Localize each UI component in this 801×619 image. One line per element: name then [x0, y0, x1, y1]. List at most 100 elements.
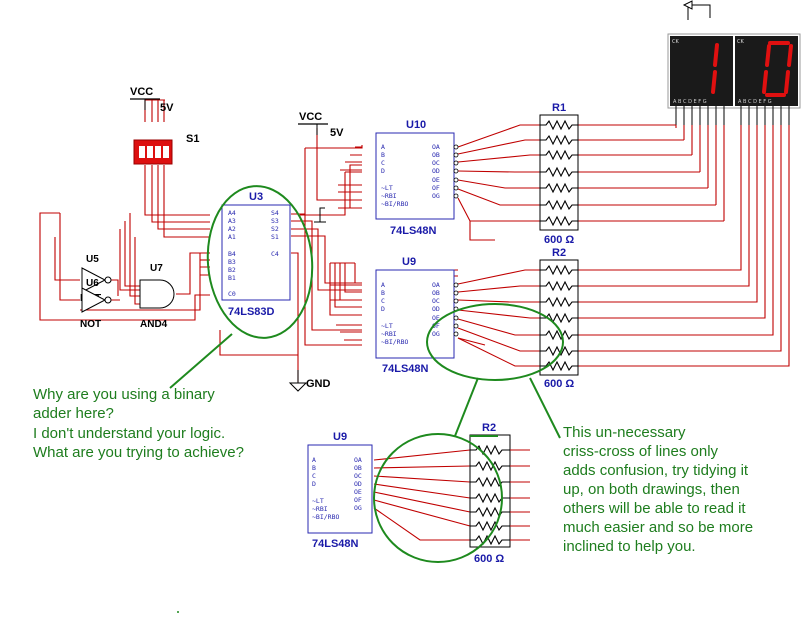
svg-text:U3: U3 — [249, 191, 263, 203]
annotation-question: Why are you using a binary adder here? I… — [33, 386, 244, 461]
svg-text:A: A — [381, 281, 385, 289]
svg-text:A B C D E F G: A B C D E F G — [673, 99, 707, 105]
stray-dot — [177, 611, 179, 613]
svg-text:OD: OD — [354, 480, 362, 488]
svg-text:C: C — [381, 159, 385, 167]
svg-text:600 Ω: 600 Ω — [544, 234, 574, 246]
svg-text:D: D — [312, 480, 316, 488]
svg-text:OC: OC — [432, 159, 440, 167]
svg-text:I don't understand your logic.: I don't understand your logic. — [33, 425, 225, 442]
svg-text:A1: A1 — [228, 233, 236, 241]
circle-zoom — [373, 433, 503, 563]
svg-text:OB: OB — [354, 464, 362, 472]
svg-text:OE: OE — [432, 314, 440, 322]
svg-text:GND: GND — [306, 378, 331, 390]
svg-text:~LT: ~LT — [381, 322, 393, 330]
svg-text:OA: OA — [432, 143, 440, 151]
svg-text:A B C D E F G: A B C D E F G — [738, 99, 772, 105]
svg-text:A: A — [381, 143, 385, 151]
svg-text:B4: B4 — [228, 250, 236, 258]
svg-text:~RBI: ~RBI — [312, 505, 328, 513]
decoder-u9: U9 74LS48N A B C D ~LT ~RBI ~BI/RBO OA O… — [375, 256, 459, 375]
digit-left — [711, 43, 719, 94]
svg-text:74LS83D: 74LS83D — [228, 306, 275, 318]
svg-text:OD: OD — [432, 305, 440, 313]
svg-text:600 Ω: 600 Ω — [474, 553, 504, 565]
svg-text:R1: R1 — [552, 102, 566, 114]
svg-text:B: B — [381, 151, 385, 159]
svg-text:74LS48N: 74LS48N — [390, 225, 437, 237]
svg-text:B3: B3 — [228, 258, 236, 266]
gnd-symbol: GND — [288, 370, 331, 392]
svg-text:S2: S2 — [271, 225, 279, 233]
circle-adder — [206, 185, 314, 339]
annotation-circles — [169, 185, 564, 563]
svg-text:U10: U10 — [406, 119, 426, 131]
svg-text:OA: OA — [354, 456, 362, 464]
vcc-mid-symbol: VCC 5V — [298, 111, 344, 139]
svg-text:C4: C4 — [271, 250, 279, 258]
svg-text:74LS48N: 74LS48N — [382, 363, 429, 375]
svg-text:S1: S1 — [271, 233, 279, 241]
resistor-network-r1: R1 600 Ω — [539, 102, 579, 246]
svg-text:U6: U6 — [86, 278, 99, 289]
svg-text:5V: 5V — [330, 127, 344, 139]
svg-text:~LT: ~LT — [381, 184, 393, 192]
svg-text:~RBI: ~RBI — [381, 192, 397, 200]
svg-text:U9: U9 — [402, 256, 416, 268]
svg-text:~LT: ~LT — [312, 497, 324, 505]
svg-text:B: B — [381, 289, 385, 297]
svg-text:OC: OC — [432, 297, 440, 305]
svg-text:U7: U7 — [150, 263, 163, 274]
vcc-top-symbol: VCC 5V — [130, 86, 174, 114]
not-gate-u6: U6 NOT — [80, 278, 112, 330]
svg-text:C: C — [312, 472, 316, 480]
svg-text:74LS48N: 74LS48N — [312, 538, 359, 550]
svg-text:NOT: NOT — [80, 319, 101, 330]
svg-text:5V: 5V — [160, 102, 174, 114]
svg-text:OF: OF — [354, 496, 362, 504]
svg-text:D: D — [381, 305, 385, 313]
svg-text:AND4: AND4 — [140, 319, 168, 330]
dip-switch: S1 — [133, 133, 199, 165]
seven-segment-display: CK CK A B C D E F G A B C D E F G — [667, 0, 801, 125]
svg-text:OB: OB — [432, 289, 440, 297]
svg-text:OC: OC — [354, 472, 362, 480]
svg-text:others will be able to read it: others will be able to read it — [563, 500, 746, 517]
and-gate-u7: U7 AND4 — [139, 263, 175, 330]
svg-text:U5: U5 — [86, 254, 99, 265]
svg-text:much easier and so be more: much easier and so be more — [563, 519, 753, 536]
zoom-inset: U9 74LS48N A B C D ~LT ~RBI ~BI/RBO OA O… — [307, 422, 530, 565]
svg-text:OF: OF — [432, 322, 440, 330]
display-left-body — [670, 36, 733, 106]
svg-text:~BI/RBO: ~BI/RBO — [381, 200, 408, 208]
svg-text:C0: C0 — [228, 290, 236, 298]
gnd-small — [314, 207, 326, 223]
svg-text:R2: R2 — [552, 247, 566, 259]
svg-text:VCC: VCC — [299, 111, 322, 123]
svg-text:criss-cross of lines only: criss-cross of lines only — [563, 443, 719, 460]
svg-text:adder here?: adder here? — [33, 405, 114, 422]
circle-u9-outputs — [426, 303, 564, 381]
svg-text:inclined to help you.: inclined to help you. — [563, 538, 696, 555]
resistor-network-r2: R2 600 Ω — [539, 247, 579, 390]
adder-u3: U3 74LS83D A4 A3 A2 A1 B4 B3 B2 B1 C0 S4… — [221, 191, 291, 318]
svg-text:OB: OB — [432, 151, 440, 159]
svg-text:OE: OE — [354, 488, 362, 496]
svg-text:A4: A4 — [228, 209, 236, 217]
svg-text:Why are you using a binary: Why are you using a binary — [33, 386, 215, 403]
svg-text:What are you trying to achieve: What are you trying to achieve? — [33, 444, 244, 461]
svg-text:~BI/RBO: ~BI/RBO — [381, 338, 408, 346]
svg-text:OF: OF — [432, 184, 440, 192]
svg-text:S4: S4 — [271, 209, 279, 217]
svg-text:A2: A2 — [228, 225, 236, 233]
svg-text:OD: OD — [432, 167, 440, 175]
svg-text:R2: R2 — [482, 422, 496, 434]
svg-text:B2: B2 — [228, 266, 236, 274]
svg-text:This un-necessary: This un-necessary — [563, 424, 686, 441]
svg-text:D: D — [381, 167, 385, 175]
annotation-advice: This un-necessary criss-cross of lines o… — [563, 424, 753, 555]
svg-text:U9: U9 — [333, 431, 347, 443]
svg-text:C: C — [381, 297, 385, 305]
svg-text:OG: OG — [432, 192, 440, 200]
